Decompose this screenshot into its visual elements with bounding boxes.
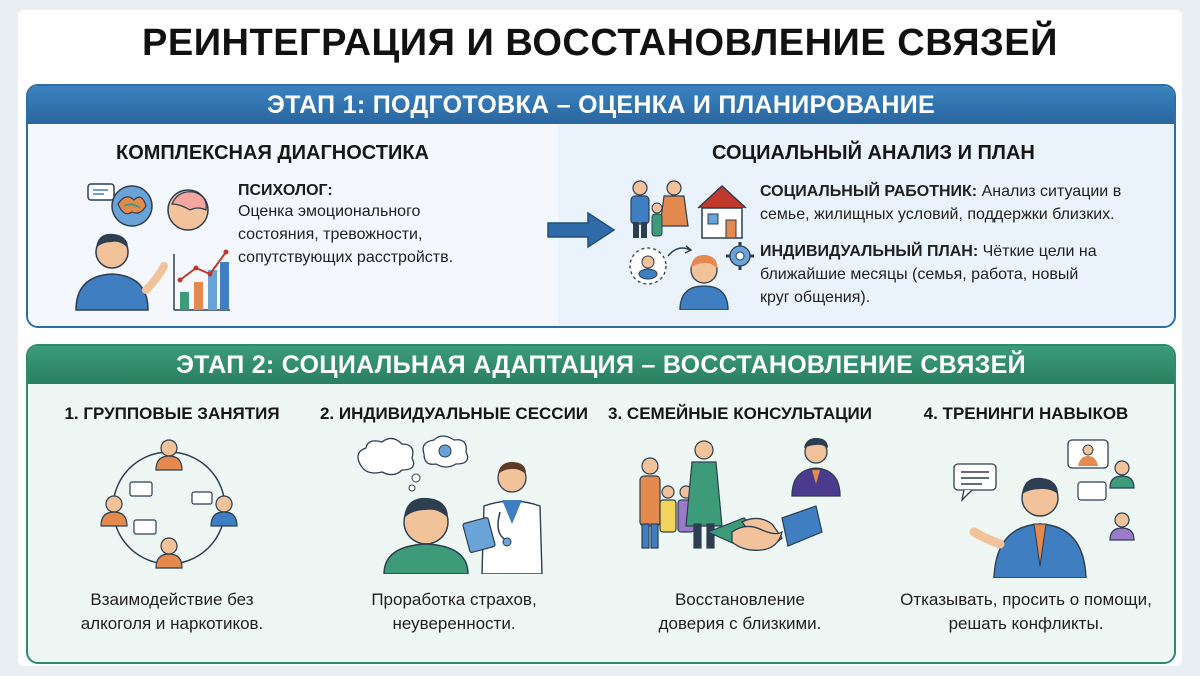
- stage-2-header: ЭТАП 2: СОЦИАЛЬНАЯ АДАПТАЦИЯ – ВОССТАНОВ…: [28, 346, 1174, 384]
- stage-2-panel: ЭТАП 2: СОЦИАЛЬНАЯ АДАПТАЦИЯ – ВОССТАНОВ…: [26, 344, 1176, 664]
- skills-training-column: 4. ТРЕНИНГИ НАВЫКОВ Отказывать, просить …: [878, 386, 1174, 662]
- therapy-session-icon: [357, 435, 543, 574]
- individual-sessions-column: 2. ИНДИВИДУАЛЬНЫЕ СЕССИИ Проработка стра…: [310, 386, 598, 662]
- psychologist-line-3: сопутствующих расстройств.: [238, 249, 454, 266]
- social-heading: СОЦИАЛЬНЫЙ АНАЛИЗ И ПЛАН: [712, 142, 1035, 164]
- column-title: 2. ИНДИВИДУАЛЬНЫЕ СЕССИИ: [319, 404, 589, 423]
- family-consultations-column: 3. СЕМЕЙНЫЕ КОНСУЛЬТАЦИИ: [596, 386, 884, 662]
- psychologist-line-2: состояния, тревожности,: [238, 226, 423, 243]
- individual-plan-icon: [629, 242, 754, 310]
- stage-1-header: ЭТАП 1: ПОДГОТОВКА – ОЦЕНКА И ПЛАНИРОВАН…: [28, 86, 1174, 124]
- family-handshake-icon: [639, 438, 841, 551]
- psychologist-line-1: Оценка эмоционального: [238, 203, 421, 220]
- group-circle-icon: [100, 439, 238, 569]
- page-title: РЕИНТЕГРАЦИЯ И ВОССТАНОВЛЕНИЕ СВЯЗЕЙ: [142, 22, 1058, 64]
- column-description: Восстановление доверия с близкими.: [596, 588, 884, 636]
- column-description: Взаимодействие без алкоголя и наркотиков…: [28, 588, 316, 636]
- description-line-2: доверия с близкими.: [658, 614, 822, 633]
- description-line-1: Проработка страхов,: [371, 590, 537, 609]
- social-worker-role: СОЦИАЛЬНЫЙ РАБОТНИК:: [760, 183, 978, 200]
- column-description: Проработка страхов, неуверенности.: [310, 588, 598, 636]
- skills-training-icon: [953, 439, 1135, 578]
- arrow-right-icon: [547, 211, 616, 249]
- psychologist-role: ПСИХОЛОГ:: [238, 182, 333, 199]
- social-worker-line-2: семье, жилищных условий, поддержки близк…: [760, 206, 1115, 223]
- psychologist-block: ПСИХОЛОГ: Оценка эмоционального состояни…: [238, 182, 453, 269]
- group-sessions-column: 1. ГРУППОВЫЕ ЗАНЯТИЯ Вз: [28, 386, 316, 662]
- diagnostics-heading: КОМПЛЕКСНАЯ ДИАГНОСТИКА: [116, 142, 429, 164]
- individual-plan-line-1: Чёткие цели на: [982, 243, 1097, 260]
- social-worker-block: СОЦИАЛЬНЫЙ РАБОТНИК: Анализ ситуации в с…: [760, 180, 1170, 226]
- individual-plan-line-3: круг общения).: [760, 289, 871, 306]
- psychologist-icon: [75, 183, 230, 311]
- column-description: Отказывать, просить о помощи, решать кон…: [878, 588, 1174, 636]
- individual-plan-block: ИНДИВИДУАЛЬНЫЙ ПЛАН: Чёткие цели на ближ…: [760, 240, 1170, 309]
- description-line-1: Отказывать, просить о помощи,: [900, 590, 1152, 609]
- individual-plan-line-2: ближайшие месяцы (семья, работа, новый: [760, 266, 1079, 283]
- family-house-icon: [630, 180, 747, 239]
- stage-1-panel: ЭТАП 1: ПОДГОТОВКА – ОЦЕНКА И ПЛАНИРОВАН…: [26, 84, 1176, 328]
- description-line-2: неуверенности.: [392, 614, 516, 633]
- individual-plan-role: ИНДИВИДУАЛЬНЫЙ ПЛАН:: [760, 243, 979, 260]
- description-line-2: алкоголя и наркотиков.: [80, 614, 264, 633]
- description-line-1: Взаимодействие без: [90, 590, 254, 609]
- column-title: 4. ТРЕНИНГИ НАВЫКОВ: [923, 404, 1129, 423]
- description-line-2: решать конфликты.: [948, 614, 1104, 633]
- column-title: 1. ГРУППОВЫЕ ЗАНЯТИЯ: [64, 404, 280, 423]
- column-title: 3. СЕМЕЙНЫЕ КОНСУЛЬТАЦИИ: [608, 404, 872, 423]
- social-worker-line-1: Анализ ситуации в: [981, 183, 1122, 200]
- description-line-1: Восстановление: [674, 590, 806, 609]
